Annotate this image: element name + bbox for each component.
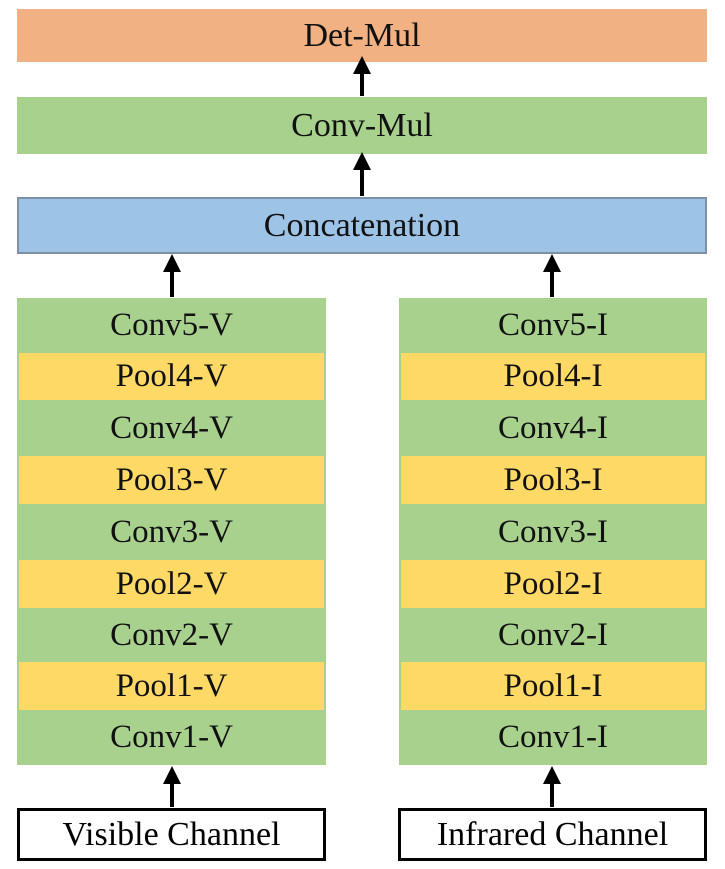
- layer-conv2-v: Conv2-V: [17, 610, 326, 660]
- layer-pool2-v: Pool2-V: [19, 560, 324, 608]
- layer-pool2-i: Pool2-I: [401, 560, 705, 608]
- arrow-infrared-to-concat: [543, 254, 561, 297]
- arrow-visible-to-concat: [163, 254, 181, 297]
- layer-conv3-i: Conv3-I: [399, 506, 707, 558]
- concatenation-label: Concatenation: [263, 206, 461, 244]
- visible-stream-column: Conv5-V Pool4-V Conv4-V Pool3-V Conv3-V …: [17, 298, 326, 765]
- arrow-convmul-to-det: [353, 56, 371, 96]
- layer-conv5-i: Conv5-I: [399, 300, 707, 350]
- layer-conv2-i: Conv2-I: [399, 610, 707, 660]
- layer-conv4-v: Conv4-V: [17, 402, 326, 454]
- layer-conv4-i: Conv4-I: [399, 402, 707, 454]
- conv-mul-block: Conv-Mul: [17, 97, 707, 154]
- layer-pool4-i: Pool4-I: [401, 353, 705, 400]
- arrow-visible-input-to-conv1: [163, 766, 181, 807]
- layer-conv1-v: Conv1-V: [17, 712, 326, 762]
- infrared-channel-label: Infrared Channel: [436, 815, 669, 853]
- visible-channel-input: Visible Channel: [17, 808, 326, 861]
- layer-pool3-v: Pool3-V: [19, 456, 324, 504]
- layer-pool4-v: Pool4-V: [19, 353, 324, 400]
- det-mul-block: Det-Mul: [17, 9, 707, 62]
- layer-conv5-v: Conv5-V: [17, 300, 326, 350]
- layer-pool3-i: Pool3-I: [401, 456, 705, 504]
- infrared-stream-column: Conv5-I Pool4-I Conv4-I Pool3-I Conv3-I …: [399, 298, 707, 765]
- infrared-channel-input: Infrared Channel: [398, 808, 707, 861]
- layer-pool1-v: Pool1-V: [19, 662, 324, 710]
- arrow-infrared-input-to-conv1: [543, 766, 561, 807]
- det-mul-label: Det-Mul: [303, 16, 421, 54]
- layer-conv1-i: Conv1-I: [399, 712, 707, 762]
- layer-pool1-i: Pool1-I: [401, 662, 705, 710]
- conv-mul-label: Conv-Mul: [291, 106, 433, 144]
- concatenation-block: Concatenation: [17, 197, 707, 254]
- visible-channel-label: Visible Channel: [62, 815, 281, 853]
- layer-conv3-v: Conv3-V: [17, 506, 326, 558]
- arrow-concat-to-convmul: [353, 152, 371, 196]
